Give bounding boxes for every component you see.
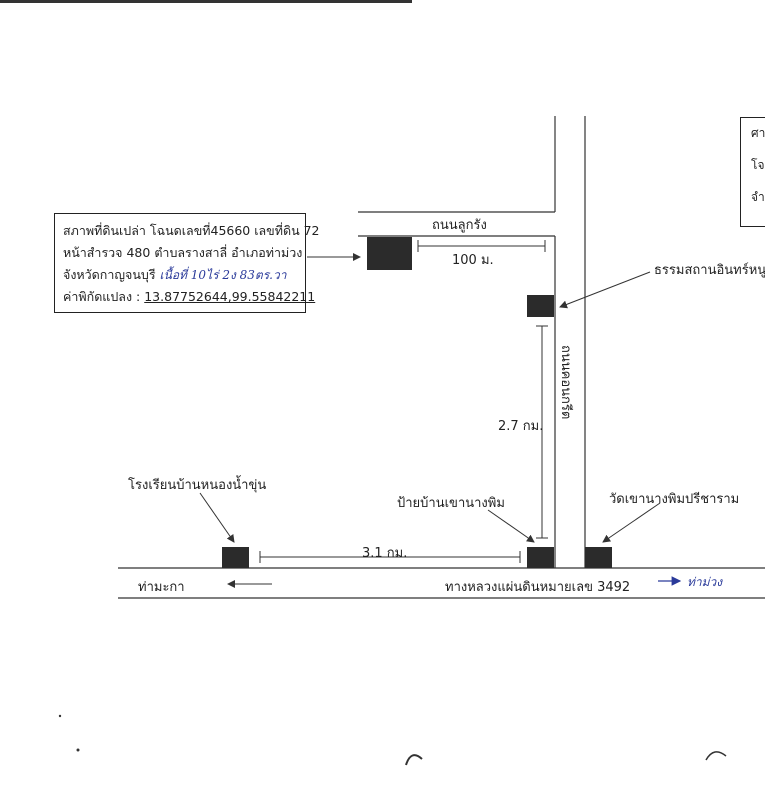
- right-destination-label: ท่าม่วง: [687, 575, 723, 589]
- temple-right-arrow: [559, 271, 651, 309]
- scan-edge: [0, 0, 412, 3]
- temple-bottom-label: วัดเขานางพิมปรีชาราม: [609, 492, 740, 507]
- area-handwritten: เนื้อที่ 10ไร่ 2ง 83ตร.วา: [159, 268, 287, 282]
- road-lines: [118, 116, 765, 599]
- distance-100m-label: 100 ม.: [452, 253, 494, 268]
- legend-row-2: โจ: [751, 158, 765, 172]
- punch-hole-mark: [405, 754, 423, 766]
- dimension-2-7km: [536, 325, 548, 539]
- distance-3-1km-label: 3.1 กม.: [362, 546, 408, 561]
- dimension-100m: [417, 240, 546, 252]
- left-destination-label: ท่ามะกา: [138, 580, 185, 595]
- school-label: โรงเรียนบ้านหนองน้ำขุ่น: [128, 478, 267, 493]
- bus-sign-marker: [527, 547, 554, 568]
- coords-value: 13.87752644,99.55842211: [144, 289, 316, 304]
- punch-hole-mark-right: [705, 751, 727, 761]
- land-info-box: สภาพที่ดินเปล่า โฉนดเลขที่45660 เลขที่ดิ…: [54, 213, 320, 313]
- temple-right-label: ธรรมสถานอินทร์หนู: [654, 263, 765, 278]
- info-line-2: หน้าสำรวจ 480 ตำบลรางสาลี่ อำเภอท่าม่วง: [63, 245, 303, 260]
- temple-bottom-marker: [585, 547, 612, 568]
- speck: [58, 714, 62, 718]
- land-plot-marker: [367, 237, 412, 270]
- info-line-3: จังหวัดกาญจนบุรี เนื้อที่ 10ไร่ 2ง 83ตร.…: [63, 264, 297, 286]
- legend-box-partial: ศา โจ จำ: [740, 117, 765, 227]
- distance-2-7km-label: 2.7 กม.: [498, 419, 544, 434]
- school-arrow: [199, 492, 235, 543]
- coords-label: ค่าพิกัดแปลง :: [63, 289, 141, 304]
- road-top-label: ถนนลูกรัง: [432, 218, 487, 233]
- road-vertical-label: ถนนคอนกรีต: [558, 345, 573, 420]
- speck: [76, 748, 80, 752]
- legend-row-1: ศา: [751, 126, 765, 140]
- info-line-1: สภาพที่ดินเปล่า โฉนดเลขที่45660 เลขที่ดิ…: [63, 223, 320, 238]
- temple-right-marker: [527, 295, 554, 317]
- school-marker: [222, 547, 249, 568]
- province-text: จังหวัดกาญจนบุรี: [63, 267, 156, 282]
- temple-bottom-arrow: [602, 502, 661, 543]
- bus-sign-label: ป้ายบ้านเขานางพิม: [397, 496, 505, 511]
- highway-label: ทางหลวงแผ่นดินหมายเลข 3492: [445, 580, 631, 595]
- bus-sign-arrow: [487, 509, 535, 543]
- legend-row-3: จำ: [751, 190, 765, 204]
- dimension-3-1km: [259, 551, 521, 563]
- info-line-4: ค่าพิกัดแปลง : 13.87752644,99.55842211: [63, 286, 315, 308]
